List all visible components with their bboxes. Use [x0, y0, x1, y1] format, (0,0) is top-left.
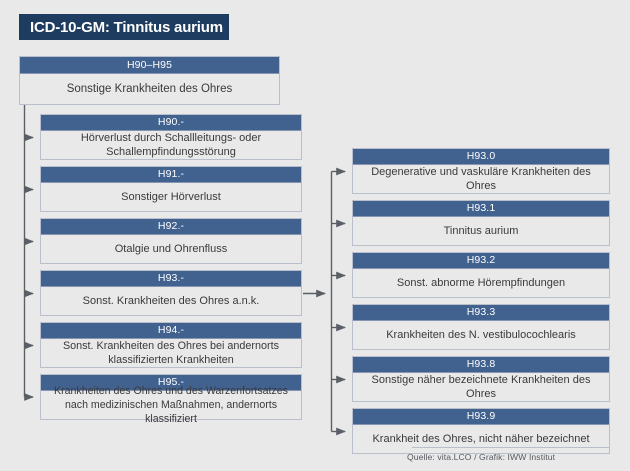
node-h93[interactable]: H93.- Sonst. Krankheiten des Ohres a.n.k…: [40, 270, 302, 316]
node-code: H93.-: [41, 271, 301, 287]
node-code: H93.0: [353, 149, 609, 165]
node-code: H93.8: [353, 357, 609, 373]
node-code: H93.9: [353, 409, 609, 425]
node-h92[interactable]: H92.- Otalgie und Ohrenfluss: [40, 218, 302, 264]
node-label: Sonst. abnorme Hörempfindungen: [396, 277, 566, 289]
node-label: Otalgie und Ohrenfluss: [114, 243, 228, 255]
credit-divider: [412, 447, 610, 448]
node-h93-2[interactable]: H93.2 Sonst. abnorme Hörempfindungen: [352, 252, 610, 298]
node-code: H93.3: [353, 305, 609, 321]
node-code: H93.2: [353, 253, 609, 269]
node-h95[interactable]: H95.- Krankheiten des Ohres und des Warz…: [40, 374, 302, 425]
node-code: H90–H95: [20, 57, 279, 74]
node-code: H95.-: [41, 375, 301, 391]
node-label: Sonst. Krankheiten des Ohres bei anderno…: [62, 340, 280, 366]
node-label: Sonst. Krankheiten des Ohres a.n.k.: [82, 295, 260, 307]
node-h90[interactable]: H90.- Hörverlust durch Schallleitungs- o…: [40, 114, 302, 160]
node-code: H90.-: [41, 115, 301, 131]
node-h93-8[interactable]: H93.8 Sonstige näher bezeichnete Krankhe…: [352, 356, 610, 402]
node-label: Tinnitus aurium: [443, 225, 519, 237]
node-h94[interactable]: H94.- Sonst. Krankheiten des Ohres bei a…: [40, 322, 302, 368]
node-label: Sonstige näher bezeichnete Krankheiten d…: [371, 374, 591, 400]
node-code: H91.-: [41, 167, 301, 183]
node-h93-1[interactable]: H93.1 Tinnitus aurium: [352, 200, 610, 246]
node-h93-9[interactable]: H93.9 Krankheit des Ohres, nicht näher b…: [352, 408, 610, 454]
node-h93-3[interactable]: H93.3 Krankheiten des N. vestibulocochle…: [352, 304, 610, 350]
node-label: Hörverlust durch Schallleitungs- oder Sc…: [80, 132, 262, 158]
source-credit: Quelle: vita.LCO / Grafik: IWW Institut: [406, 452, 556, 462]
node-label: Krankheiten des Ohres und des Warzenfort…: [54, 385, 288, 425]
node-h90-h95[interactable]: H90–H95 Sonstige Krankheiten des Ohres: [19, 56, 280, 105]
node-label: Sonstige Krankheiten des Ohres: [66, 83, 233, 95]
diagram-title: ICD-10-GM: Tinnitus aurium: [19, 14, 229, 40]
node-label: Degenerative und vaskuläre Krankheiten d…: [371, 166, 591, 192]
node-label: Krankheit des Ohres, nicht näher bezeich…: [372, 433, 590, 445]
node-label: Krankheiten des N. vestibulocochlearis: [386, 329, 576, 341]
node-label: Sonstiger Hörverlust: [121, 191, 221, 203]
node-code: H93.1: [353, 201, 609, 217]
node-h93-0[interactable]: H93.0 Degenerative und vaskuläre Krankhe…: [352, 148, 610, 194]
node-code: H94.-: [41, 323, 301, 339]
node-h91[interactable]: H91.- Sonstiger Hörverlust: [40, 166, 302, 212]
node-code: H92.-: [41, 219, 301, 235]
